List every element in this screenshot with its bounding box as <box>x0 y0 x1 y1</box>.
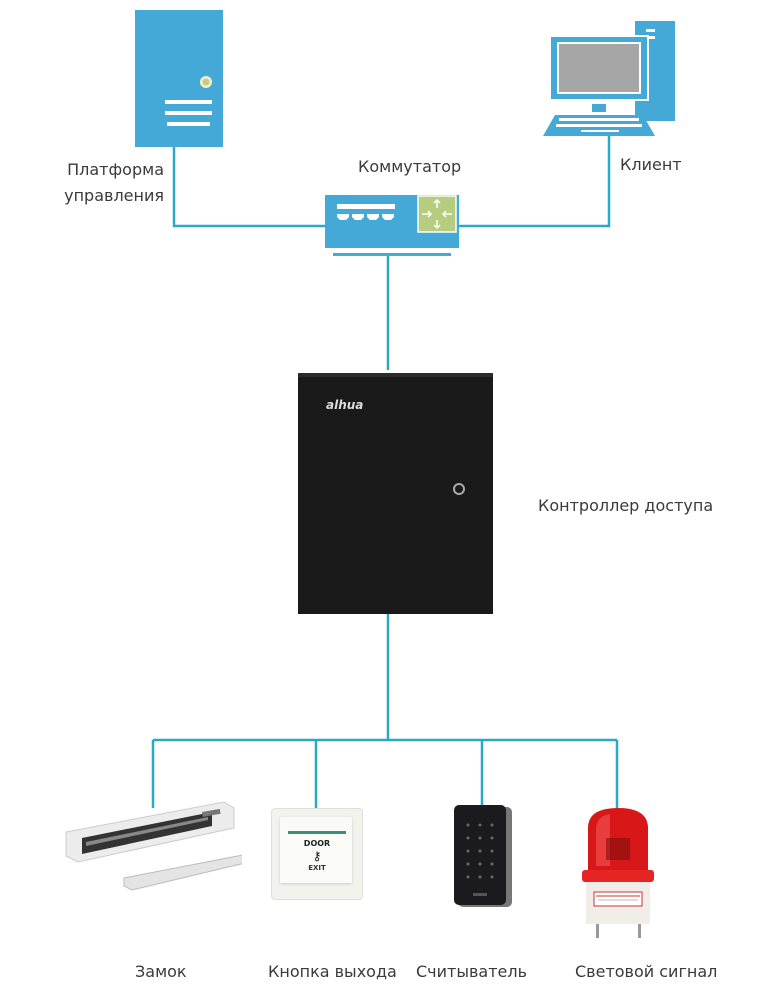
key-icon: ⚷ <box>312 849 322 863</box>
access-controller-icon: alhua <box>298 373 493 614</box>
client-label: Клиент <box>620 155 682 174</box>
exit-button-icon: DOOR ⚷ EXIT <box>271 808 363 900</box>
switch-label: Коммутатор <box>358 157 462 176</box>
exit-button-door-text: DOOR <box>303 839 331 848</box>
platform-label-line2: управления <box>64 186 164 205</box>
beacon-label: Световой сигнал <box>575 962 718 981</box>
wire-platform-switch <box>172 145 325 228</box>
desktop-computer-icon <box>543 21 675 136</box>
beacon-light-icon <box>582 808 654 938</box>
wire-client-switch <box>458 135 611 228</box>
network-switch-icon <box>325 195 459 256</box>
exit-button-exit-text: EXIT <box>308 864 326 872</box>
exit-button-indicator <box>288 831 346 834</box>
brand-logo: alhua <box>326 398 364 412</box>
controller-label: Контроллер доступа <box>538 496 714 515</box>
card-reader-icon <box>454 805 512 907</box>
key-lock-icon <box>453 483 465 495</box>
lock-label: Замок <box>135 962 187 981</box>
magnetic-lock-icon <box>65 801 242 891</box>
exit-button-label: Кнопка выхода <box>268 962 397 981</box>
server-icon <box>135 10 223 147</box>
platform-label: Платформа управления <box>60 160 164 206</box>
platform-label-line1: Платформа <box>67 160 164 179</box>
reader-label: Считыватель <box>416 962 528 981</box>
